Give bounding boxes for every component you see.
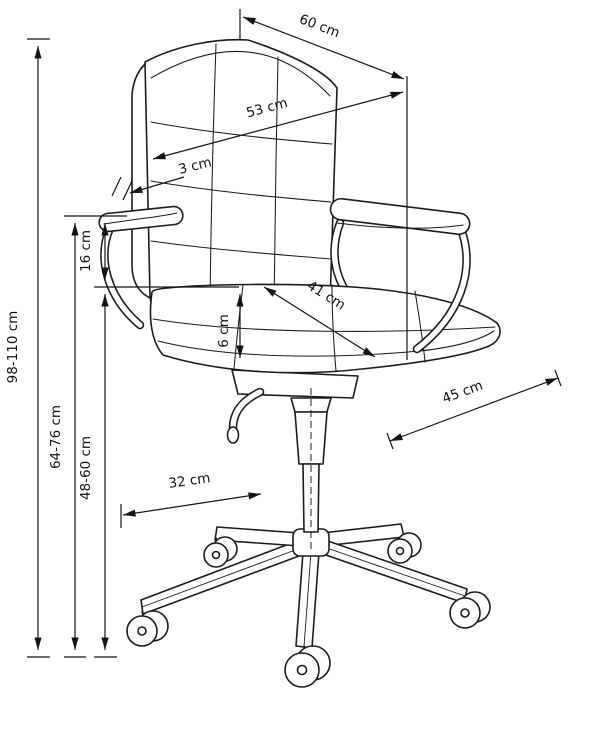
caster-upper-left: [203, 536, 238, 568]
caster-front: [284, 645, 331, 688]
dim-backrest-thickness: 3 cm: [111, 154, 213, 201]
dim-backrest-top-width-label: 60 cm: [297, 11, 342, 41]
dim-armrest-above-seat-label: 16 cm: [78, 230, 94, 272]
armrest-right-pad: [329, 197, 471, 236]
dim-armrest-height-label: 64-76 cm: [48, 405, 64, 469]
dim-backrest-thickness-label: 3 cm: [177, 154, 213, 178]
chair-casters: [126, 532, 491, 688]
dim-seat-width: 45 cm: [386, 369, 562, 450]
chair-illustration: [98, 38, 501, 688]
backrest-back-shell: [131, 63, 151, 299]
armrest-left-post: [100, 223, 145, 330]
dim-total-height: 98-110 cm: [5, 38, 50, 658]
dim-seat-height-label: 48-60 cm: [78, 436, 94, 500]
dim-seat-cushion-thickness: 6 cm: [216, 294, 244, 358]
dim-seat-cushion-thickness-label: 6 cm: [216, 314, 232, 347]
chair-adjust-lever: [226, 387, 265, 444]
armrest-right-rear-post: [330, 218, 350, 295]
armrest-right-front-post: [412, 224, 471, 354]
armrest-left-pad-seam: [103, 212, 178, 225]
dim-total-height-label: 98-110 cm: [5, 311, 21, 384]
dim-seat-height: 48-60 cm: [78, 294, 117, 658]
chair-backrest: [131, 38, 338, 316]
lever-knob: [226, 426, 240, 444]
dim-armrest-above-seat: 16 cm: [78, 223, 239, 288]
dim-armrest-height: 64-76 cm: [48, 215, 127, 658]
backrest-outline: [144, 38, 338, 316]
dim-seat-width-label: 45 cm: [440, 378, 485, 407]
caster-right: [449, 591, 491, 629]
armrest-right-pad-seam: [336, 222, 464, 229]
caster-upper-right: [387, 532, 422, 564]
dim-base-arm-length: 32 cm: [120, 470, 262, 528]
caster-left: [126, 610, 169, 647]
dim-base-arm-length-label: 32 cm: [168, 470, 212, 492]
